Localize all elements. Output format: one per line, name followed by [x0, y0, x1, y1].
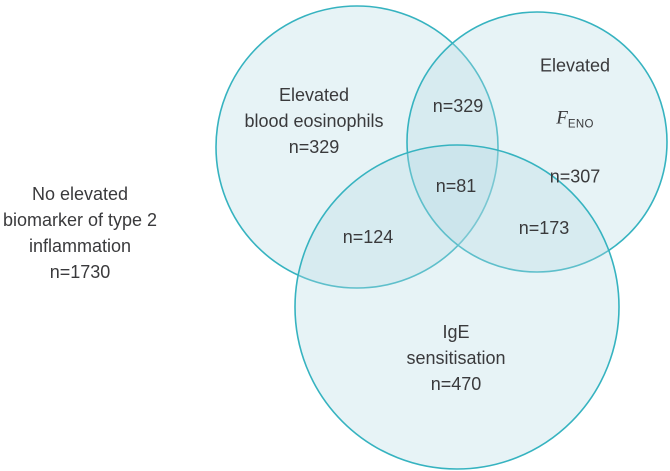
overlap-label-eosinophils-ige: n=124 — [342, 227, 394, 247]
venn-circle-ige — [294, 144, 620, 470]
set-label-eosinophils: Elevated blood eosinophils n=329 — [244, 85, 384, 157]
venn-circle-feno — [406, 11, 668, 273]
set-label-feno: Elevated FENO n=307 — [540, 27, 610, 216]
overlap-label-eosinophils-feno: n=329 — [432, 96, 484, 116]
feno-label-title: Elevated — [539, 55, 611, 76]
feno-label-symbol: FENO — [540, 105, 610, 138]
feno-symbol-f: F — [556, 107, 568, 129]
feno-symbol-subscript: ENO — [567, 118, 594, 131]
outside-label: No elevated biomarker of type 2 inflamma… — [2, 184, 158, 282]
venn-circle-eosinophils — [215, 5, 499, 289]
overlap-label-center: n=81 — [435, 176, 477, 196]
set-label-ige: IgE sensitisation n=470 — [406, 322, 506, 394]
feno-label-count: n=307 — [549, 166, 601, 187]
overlap-label-feno-ige: n=173 — [518, 218, 570, 238]
